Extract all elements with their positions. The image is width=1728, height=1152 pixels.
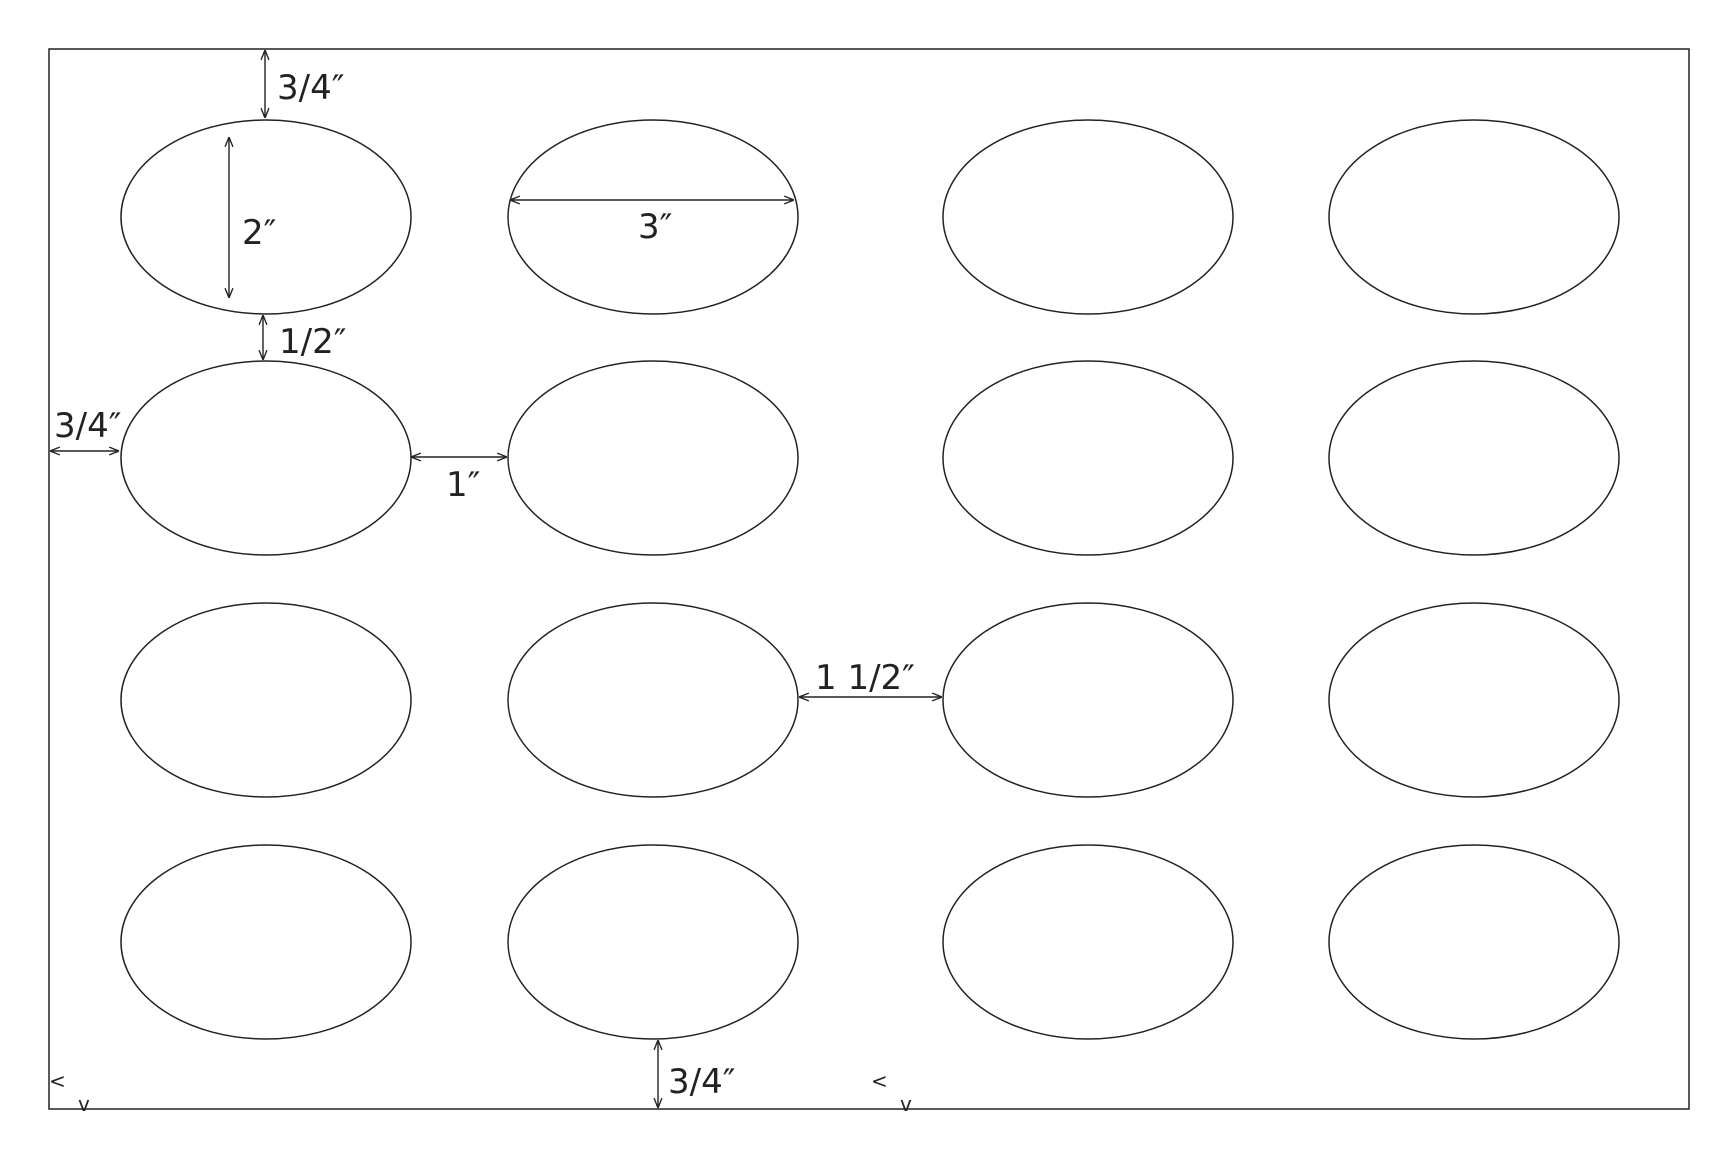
top-margin-label: 3/4″ [277,68,344,108]
oval-label-r3-c1 [120,602,412,798]
center-gap-label: 1 1/2″ [815,658,915,698]
oval-label-r4-c2 [507,844,799,1040]
oval-label-r1-c2 [507,119,799,315]
corner-mark-left-1: < [49,1069,66,1093]
dimension-lines [51,51,941,1107]
oval-label-r4-c1 [120,844,412,1040]
oval-label-r2-c1 [120,360,412,556]
left-margin-label: 3/4″ [54,406,121,446]
oval-label-r4-c3 [942,844,1234,1040]
label-width-label: 3″ [638,207,672,247]
corner-mark-down-1: v [78,1092,90,1116]
oval-label-r2-c4 [1328,360,1620,556]
oval-label-r4-c4 [1328,844,1620,1040]
oval-label-r3-c2 [507,602,799,798]
oval-label-r2-c3 [942,360,1234,556]
label-height-label: 2″ [242,213,276,253]
horizontal-gap-label: 1″ [446,465,480,505]
label-grid [120,119,1620,1040]
vertical-gap-label: 1/2″ [279,322,346,362]
oval-label-r1-c1 [120,119,412,315]
corner-mark-down-2: v [900,1092,912,1116]
oval-label-r1-c3 [942,119,1234,315]
oval-label-r3-c3 [942,602,1234,798]
oval-label-r2-c2 [507,360,799,556]
bottom-margin-label: 3/4″ [668,1062,735,1102]
corner-mark-left-2: < [871,1069,888,1093]
oval-label-r1-c4 [1328,119,1620,315]
sheet-border [48,48,1690,1110]
oval-label-r3-c4 [1328,602,1620,798]
